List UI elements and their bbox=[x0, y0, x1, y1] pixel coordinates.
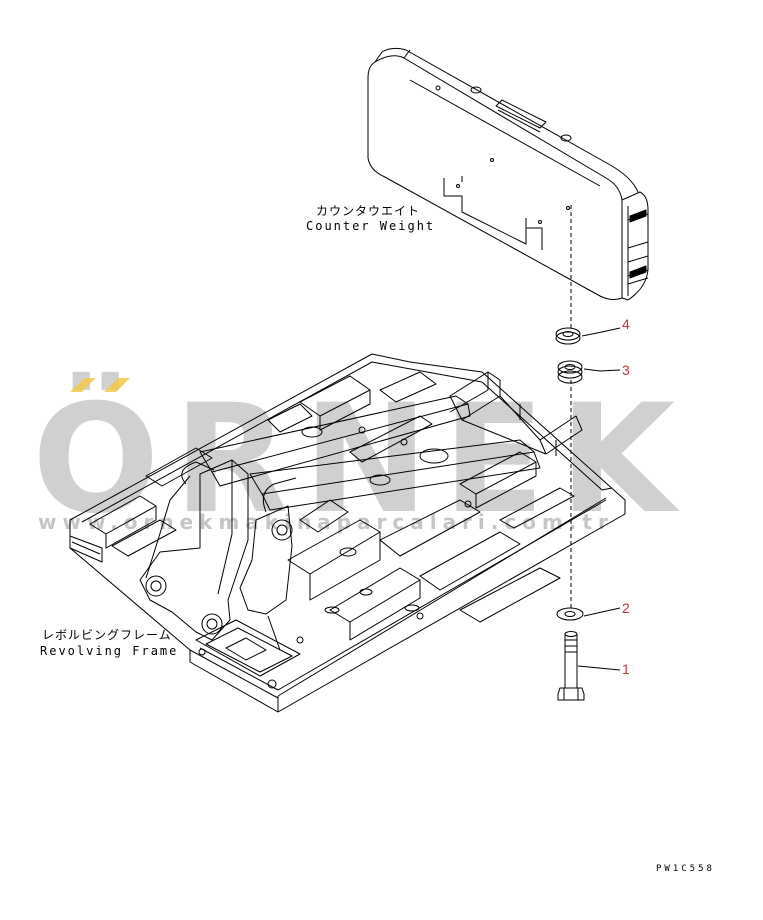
washer-3 bbox=[557, 360, 583, 384]
bolt-1 bbox=[557, 631, 585, 701]
callout-4: 4 bbox=[622, 316, 630, 332]
drawing-code: PW1C558 bbox=[656, 864, 715, 874]
frame-label-en: Revolving Frame bbox=[40, 644, 179, 658]
revolving-frame-drawing bbox=[69, 353, 626, 713]
callout-3: 3 bbox=[622, 362, 630, 378]
counterweight-drawing bbox=[367, 47, 649, 301]
watermark-url: www.ornekmakinaparcalari.com.tr bbox=[38, 510, 614, 534]
callout-2: 2 bbox=[622, 600, 630, 616]
washer-2 bbox=[556, 607, 584, 621]
frame-label-jp: レボルビングフレーム bbox=[42, 628, 172, 642]
counterweight-label-jp: カウンタウエイト bbox=[316, 204, 421, 218]
counterweight-label-en: Counter Weight bbox=[306, 219, 436, 233]
callout-1: 1 bbox=[622, 661, 630, 677]
washer-4 bbox=[555, 327, 581, 345]
